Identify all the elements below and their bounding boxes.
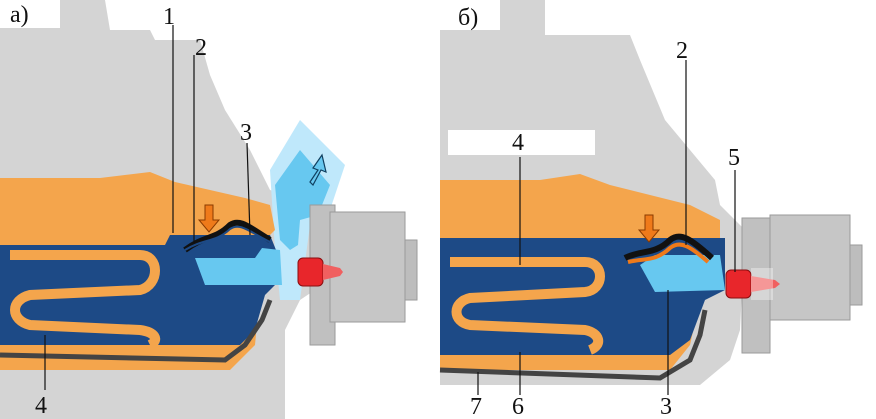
callout-a-4: 4 [35,393,47,419]
leader-a-3 [246,142,251,236]
flow-arrow-down-a [197,204,221,233]
red-pin-b [725,268,780,300]
diaphragm-inner-a [184,225,271,251]
diaphragm-a [183,219,272,253]
callout-a-3: 3 [240,120,252,146]
panel-letter-b: б) [458,5,478,31]
callout-b-6: 6 [512,394,524,419]
red-pin-a [297,257,343,287]
white-label-box-b [448,130,595,155]
gasket-a [0,299,273,363]
callout-a-2: 2 [195,35,207,61]
callout-b-7: 7 [470,394,482,419]
gasket-b [439,309,708,381]
chamber-b [640,255,725,292]
callout-b-3: 3 [660,394,672,419]
panel-b: б) 4 2 5 7 6 3 [439,0,863,419]
diaphragm-b [623,233,715,261]
spring-a [10,250,161,350]
callout-b-2: 2 [676,38,688,64]
callout-b-5: 5 [728,145,740,171]
flow-arrow-down-b [637,214,661,243]
diaphragm-orange-b [627,242,710,264]
callout-a-1: 1 [163,4,175,30]
spring-b [450,257,605,355]
panel-a: а) 1 2 3 4 [0,0,418,419]
callout-b-4: 4 [512,130,524,156]
flow-arrow-up-a [309,153,327,186]
chamber-a [195,248,282,285]
panel-letter-a: а) [10,2,29,28]
